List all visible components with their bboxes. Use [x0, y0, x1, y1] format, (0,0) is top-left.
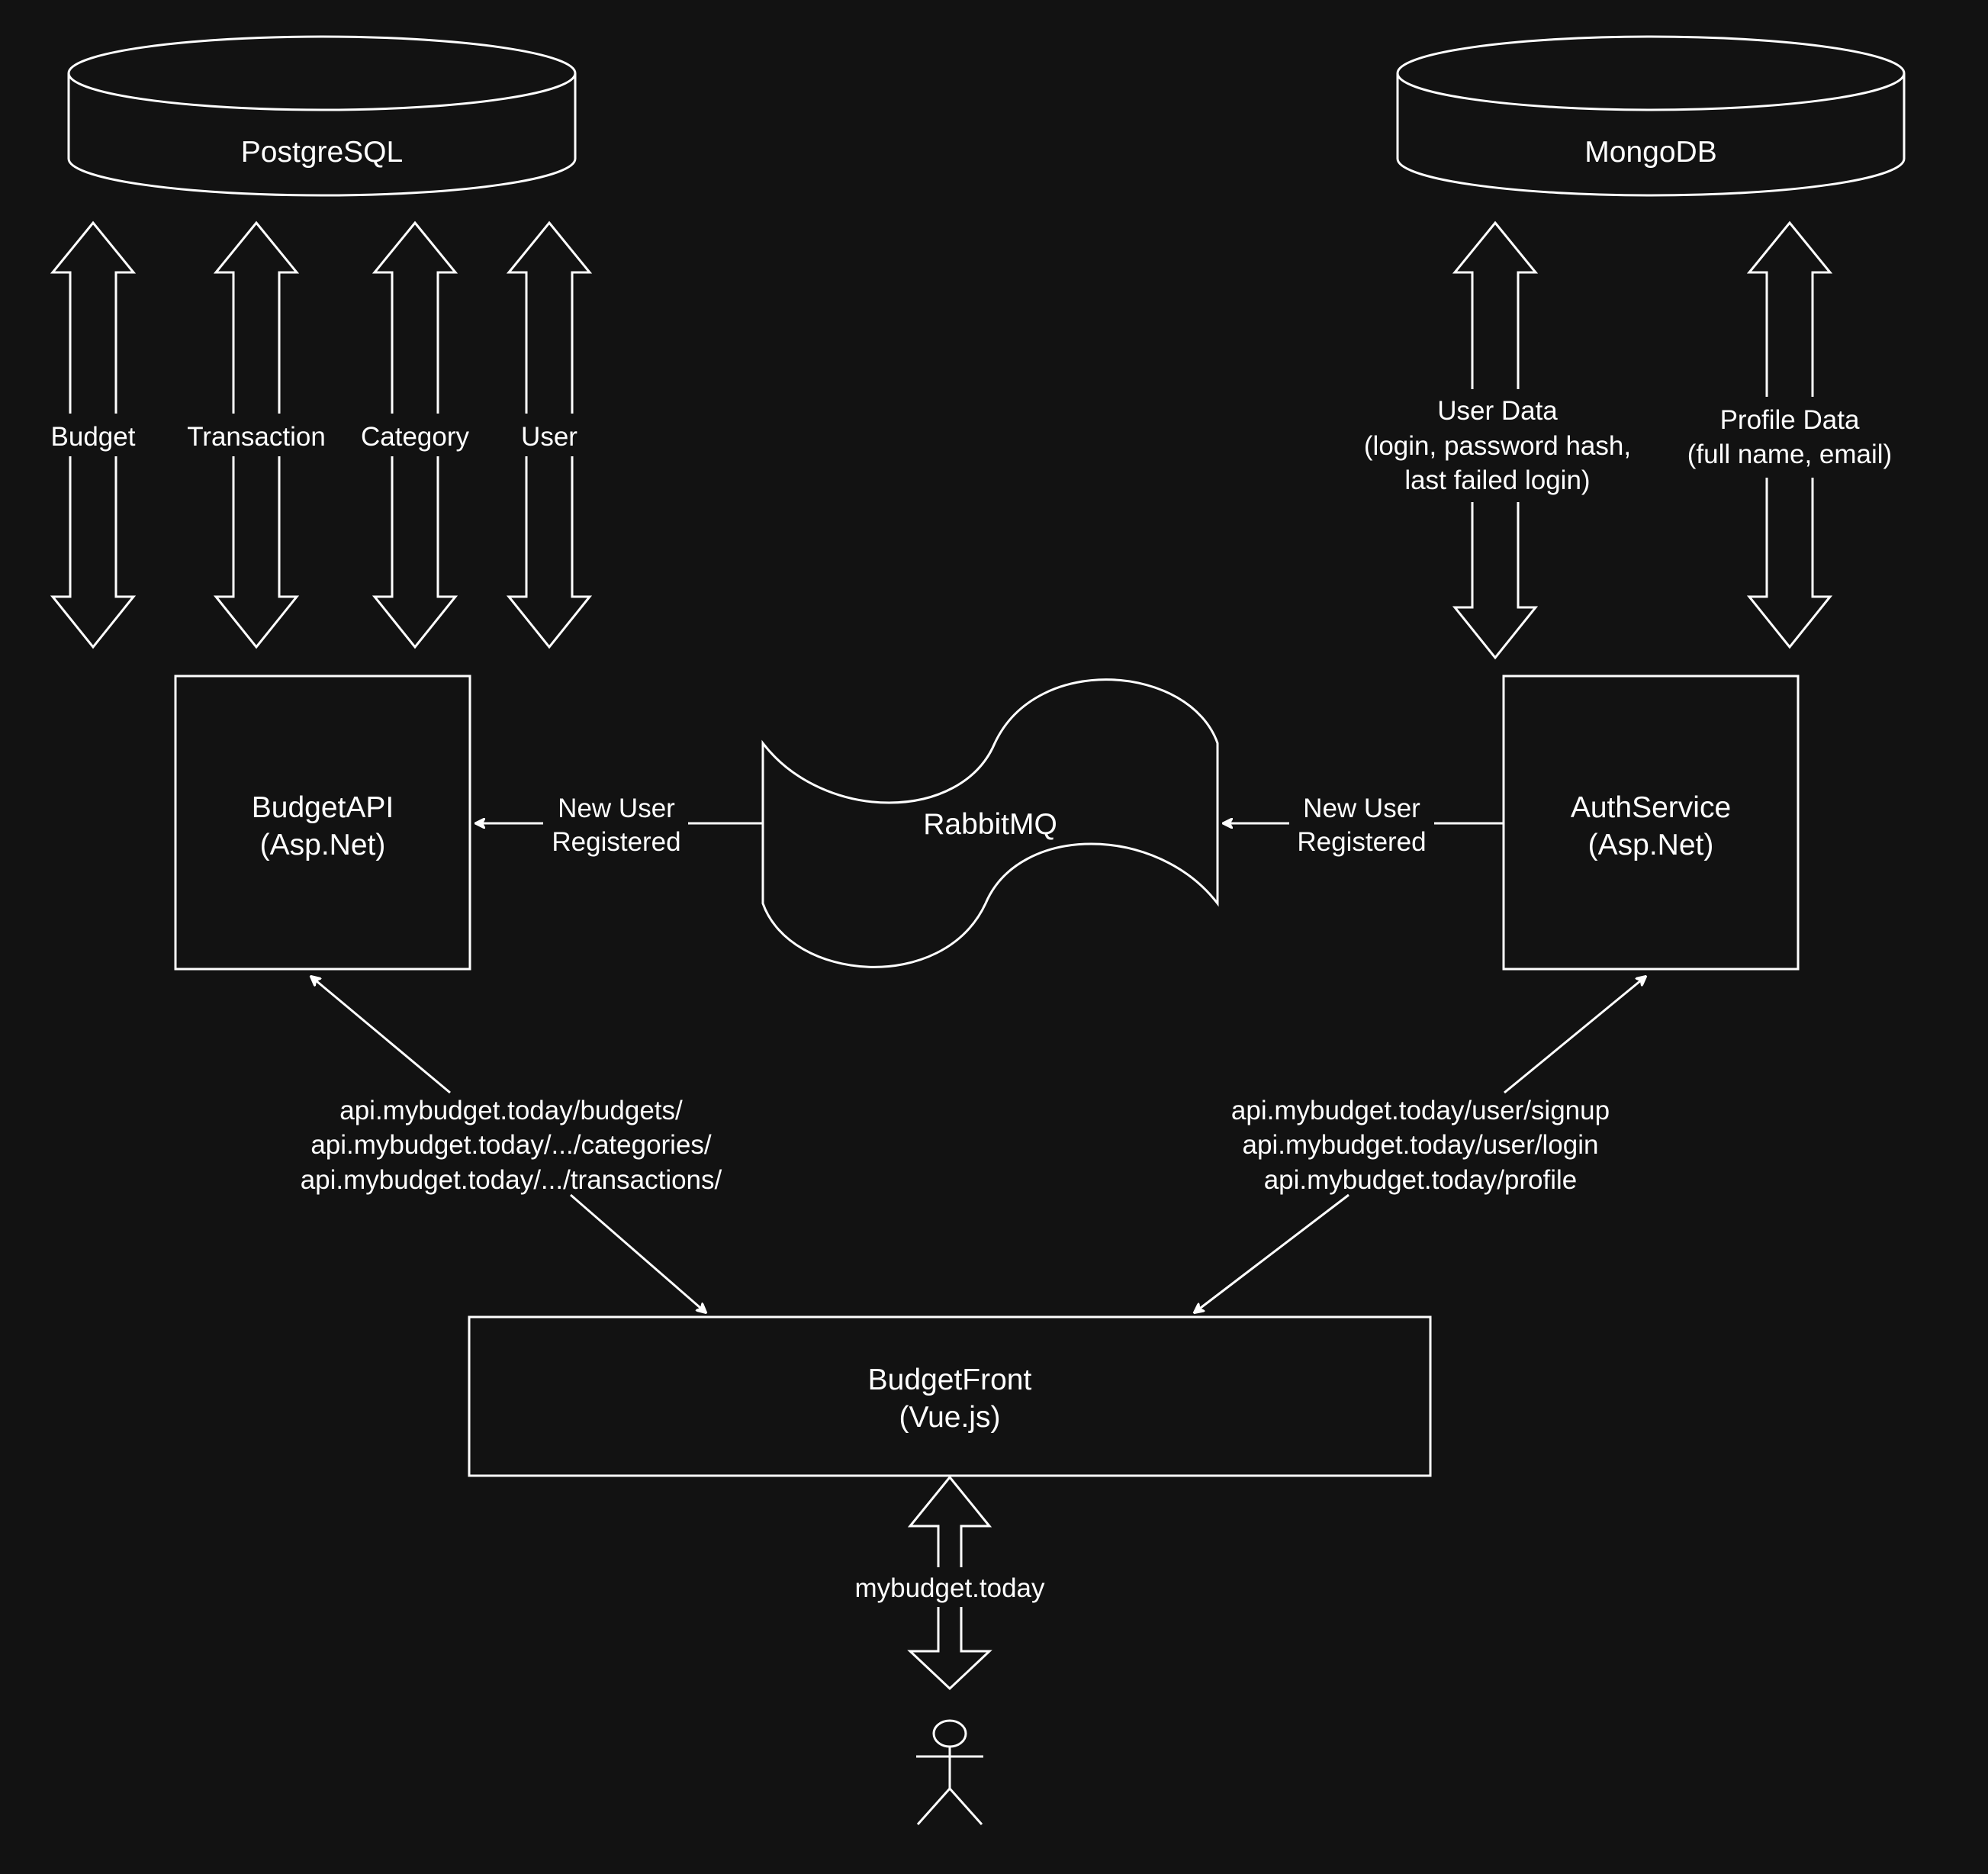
postgres-link-label: Budget	[51, 422, 136, 452]
postgresql-label: PostgreSQL	[241, 136, 403, 169]
budget-api-node: BudgetAPI (Asp.Net)	[174, 675, 471, 971]
route-label: api.mybudget.today/.../categories/	[310, 1130, 712, 1160]
mongo-link-label: (login, password hash,	[1364, 431, 1631, 461]
front-budget-api-edge: api.mybudget.today/budgets/ api.mybudget…	[301, 977, 722, 1312]
auth-to-rabbitmq-edge: New User Registered	[1224, 786, 1504, 862]
mongo-link-label: Profile Data	[1720, 405, 1860, 435]
budget-front-node: BudgetFront (Vue.js)	[468, 1315, 1432, 1477]
postgres-link-transaction: Transaction	[177, 221, 336, 649]
route-label: api.mybudget.today/budgets/	[339, 1096, 683, 1125]
mongo-link-user-data: User Data (login, password hash, last fa…	[1350, 221, 1640, 660]
rabbitmq-label: RabbitMQ	[923, 808, 1057, 841]
postgres-link-budget: Budget	[40, 221, 146, 649]
route-label: api.mybudget.today/profile	[1264, 1165, 1578, 1195]
mongodb-label: MongoDB	[1584, 136, 1716, 169]
front-auth-service-edge: api.mybudget.today/user/signup api.mybud…	[1195, 977, 1645, 1312]
route-label: api.mybudget.today/user/login	[1243, 1130, 1599, 1160]
user-access-link: mybudget.today	[843, 1475, 1057, 1691]
budget-front-label: BudgetFront	[868, 1364, 1032, 1396]
event-label: New User	[558, 794, 675, 823]
budget-api-label: BudgetAPI	[252, 791, 394, 824]
user-actor-icon	[916, 1719, 983, 1825]
postgresql-database: PostgreSQL	[67, 35, 577, 197]
mongo-link-label: User Data	[1437, 396, 1558, 426]
auth-service-sublabel: (Asp.Net)	[1588, 829, 1714, 861]
mongo-link-label: (full name, email)	[1687, 440, 1892, 469]
event-label: Registered	[1297, 827, 1426, 857]
auth-service-label: AuthService	[1571, 791, 1731, 824]
postgres-link-label: Transaction	[187, 422, 326, 452]
postgres-link-user: User	[506, 221, 593, 649]
event-label: Registered	[552, 827, 680, 857]
rabbitmq-node: RabbitMQ	[761, 678, 1219, 968]
postgres-link-label: User	[521, 422, 577, 452]
postgres-link-category: Category	[352, 221, 478, 649]
route-label: api.mybudget.today/.../transactions/	[301, 1165, 722, 1195]
budget-front-sublabel: (Vue.js)	[899, 1401, 1001, 1434]
auth-service-node: AuthService (Asp.Net)	[1502, 675, 1800, 971]
budget-api-sublabel: (Asp.Net)	[260, 829, 386, 861]
rabbitmq-to-budget-api-edge: New User Registered	[476, 786, 763, 862]
route-label: api.mybudget.today/user/signup	[1231, 1096, 1610, 1125]
event-label: New User	[1303, 794, 1420, 823]
postgres-link-label: Category	[361, 422, 470, 452]
mongo-link-label: last failed login)	[1404, 465, 1590, 495]
user-access-label: mybudget.today	[854, 1573, 1045, 1603]
mongodb-database: MongoDB	[1396, 35, 1906, 197]
mongo-link-profile-data: Profile Data (full name, email)	[1672, 221, 1907, 649]
